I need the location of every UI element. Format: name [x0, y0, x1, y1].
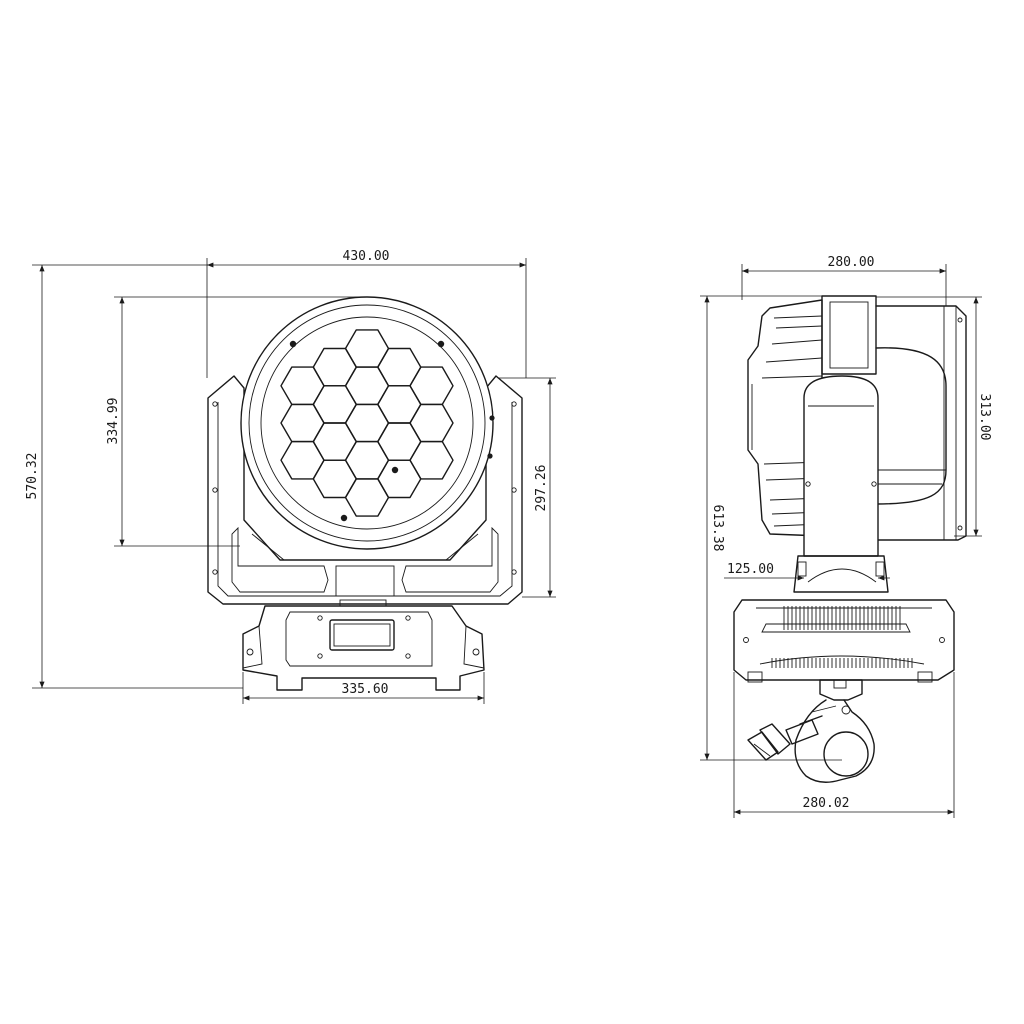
side-dimensions: 280.00 313.00 613.38 125.00 280.02 — [700, 255, 992, 818]
front-yoke — [207, 375, 523, 605]
dim-front-head-height: 334.99 — [106, 398, 121, 445]
dim-side-total-height: 613.38 — [710, 505, 725, 552]
dim-front-total-height: 570.32 — [25, 453, 40, 500]
mounting-clamp — [747, 679, 875, 783]
side-base — [733, 599, 955, 683]
dim-front-yoke-height: 297.26 — [534, 465, 549, 512]
honeycomb-lens-array — [280, 329, 454, 517]
dim-front-base-width: 335.60 — [342, 682, 389, 697]
dim-front-width: 430.00 — [343, 249, 390, 264]
base-vent-grille — [771, 658, 913, 668]
dim-side-head-height: 313.00 — [977, 394, 992, 441]
side-view — [733, 295, 967, 783]
front-base — [242, 599, 485, 691]
hex-lens — [409, 440, 454, 480]
front-head — [240, 296, 495, 550]
front-view — [207, 296, 523, 691]
side-yoke-arm — [793, 375, 889, 593]
dim-side-width: 280.00 — [828, 255, 875, 270]
dim-side-base-width: 280.02 — [803, 796, 850, 811]
front-dimensions: 430.00 570.32 334.99 297.26 335.60 — [25, 249, 556, 704]
heat-sink-fins — [783, 606, 901, 630]
dim-side-neck-width: 125.00 — [727, 562, 774, 577]
